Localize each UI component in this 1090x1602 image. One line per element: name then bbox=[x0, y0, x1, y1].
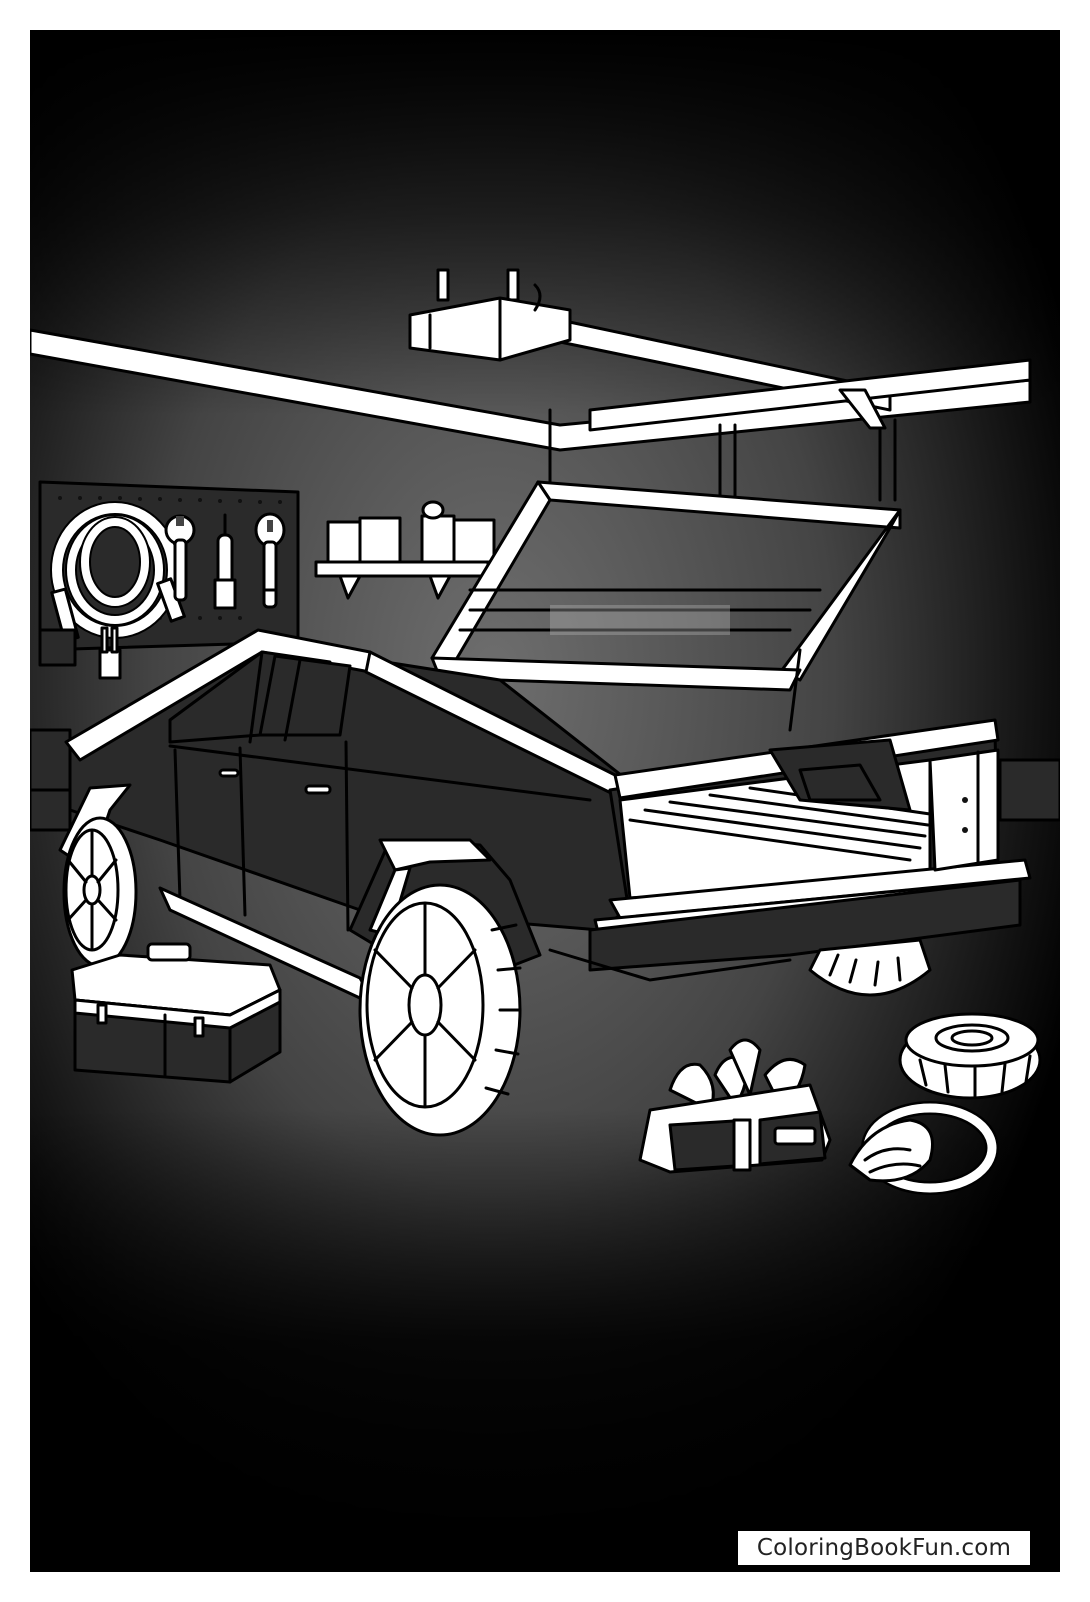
spare-tire bbox=[898, 1012, 1042, 1100]
garage-door-opener bbox=[408, 268, 572, 362]
shop-vacuum bbox=[848, 1101, 999, 1195]
tool-bag bbox=[638, 1038, 832, 1174]
illustration-frame: ColoringBookFun.com bbox=[30, 30, 1060, 1572]
screwdriver-icon bbox=[213, 513, 237, 610]
ceiling-beam bbox=[30, 318, 1032, 502]
open-bed-cover bbox=[430, 480, 902, 732]
toolbox bbox=[70, 942, 282, 1084]
wrench-icon bbox=[164, 514, 196, 602]
wrench-icon bbox=[254, 512, 286, 609]
far-wheel bbox=[808, 938, 932, 997]
rear-wheel bbox=[358, 883, 522, 1137]
wall-box bbox=[38, 626, 122, 680]
truck-bed bbox=[618, 738, 932, 900]
watermark: ColoringBookFun.com bbox=[738, 1531, 1030, 1565]
garage-scene bbox=[30, 30, 1060, 1572]
pickup-truck bbox=[58, 628, 1032, 1137]
pegboard bbox=[38, 480, 300, 652]
wall-shelf bbox=[314, 500, 496, 600]
